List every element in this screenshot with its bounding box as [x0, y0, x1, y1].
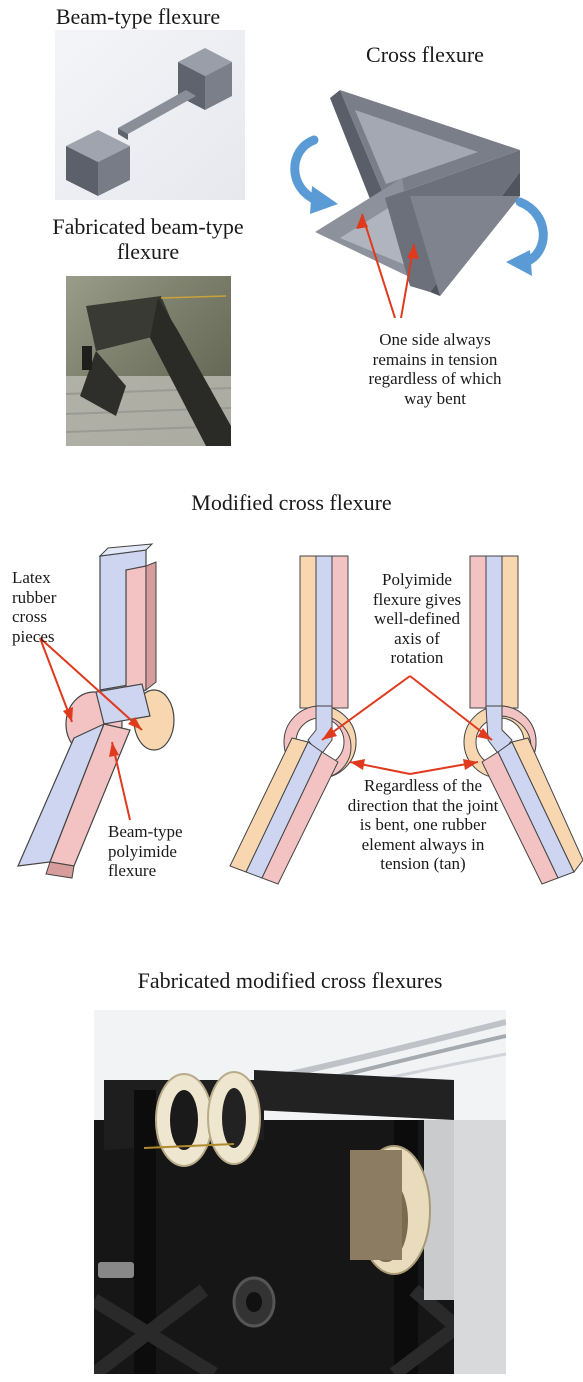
fabricated-modified-photo — [94, 1010, 506, 1374]
rubber-tension-label: Regardless of the direction that the joi… — [318, 776, 528, 874]
polyimide-axis-label: Polyimide flexure gives well-defined axi… — [352, 570, 482, 668]
fabricated-modified-title: Fabricated modified cross flexures — [40, 968, 540, 993]
